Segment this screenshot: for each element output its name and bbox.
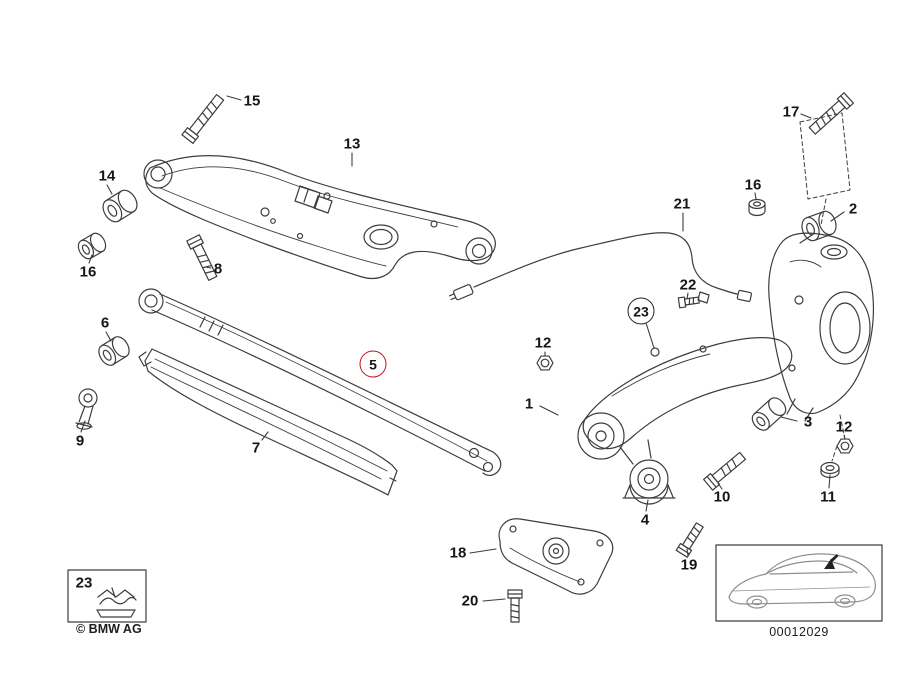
bolt-8-part bbox=[186, 234, 218, 281]
nut-12-left-part bbox=[536, 355, 554, 371]
clip-part-art bbox=[96, 587, 137, 618]
position-marker-icon bbox=[824, 554, 839, 569]
wheel-carrier-part bbox=[768, 232, 875, 422]
callout-17[interactable]: 17 bbox=[782, 103, 800, 121]
bolt-15-part bbox=[181, 93, 225, 145]
screw-20-part bbox=[507, 589, 523, 623]
callout-11[interactable]: 11 bbox=[820, 488, 836, 506]
bushing-6-part bbox=[98, 336, 130, 366]
callout-12-left[interactable]: 12 bbox=[534, 334, 552, 352]
callout-3[interactable]: 3 bbox=[803, 413, 813, 431]
bushing-14-part bbox=[102, 189, 138, 223]
callout-15[interactable]: 15 bbox=[243, 92, 261, 110]
callout-9[interactable]: 9 bbox=[75, 432, 85, 450]
leader-lines bbox=[80, 95, 846, 602]
ball-pin-9-part bbox=[75, 388, 98, 430]
bolt-17-part bbox=[808, 92, 854, 135]
callout-14[interactable]: 14 bbox=[98, 167, 116, 185]
bushing-4-part bbox=[622, 459, 676, 505]
bushing-3-part bbox=[751, 397, 787, 431]
callout-16-right[interactable]: 16 bbox=[744, 176, 762, 194]
callout-19[interactable]: 19 bbox=[680, 556, 698, 574]
upper-control-arm-part bbox=[143, 155, 496, 280]
bushing-16-left-part bbox=[77, 232, 107, 260]
bushing-2-part bbox=[801, 210, 837, 242]
callout-21[interactable]: 21 bbox=[673, 195, 691, 213]
abs-sensor-cable-21-part bbox=[448, 232, 753, 304]
bolt-19-part bbox=[675, 522, 704, 558]
callout-10[interactable]: 10 bbox=[713, 488, 731, 506]
screw-22-part bbox=[677, 296, 700, 309]
diagram-code: 00012029 bbox=[769, 625, 829, 639]
callout-23-legend[interactable]: 23 bbox=[75, 574, 93, 592]
callout-5-highlight[interactable]: 5 bbox=[359, 350, 387, 378]
callout-7[interactable]: 7 bbox=[251, 439, 261, 457]
nut-12-right-part bbox=[836, 438, 854, 454]
callout-8[interactable]: 8 bbox=[213, 260, 223, 278]
callout-23-circled[interactable]: 23 bbox=[627, 297, 655, 325]
callout-20[interactable]: 20 bbox=[461, 592, 479, 610]
car-thumbnail-box bbox=[715, 544, 883, 622]
callout-13[interactable]: 13 bbox=[343, 135, 361, 153]
nut-16-right-part bbox=[748, 198, 766, 217]
callout-1[interactable]: 1 bbox=[524, 395, 534, 413]
dashed-guides bbox=[799, 112, 851, 462]
trailing-arm-1-part bbox=[577, 337, 793, 465]
callout-22[interactable]: 22 bbox=[679, 276, 697, 294]
callout-4[interactable]: 4 bbox=[640, 511, 650, 529]
callout-6[interactable]: 6 bbox=[100, 314, 110, 332]
car-sketch bbox=[728, 553, 876, 609]
strut-rod-5-part bbox=[138, 288, 502, 476]
callout-12-right[interactable]: 12 bbox=[835, 418, 853, 436]
callout-16-left[interactable]: 16 bbox=[79, 263, 97, 281]
legend-box-23 bbox=[67, 569, 147, 623]
callout-18[interactable]: 18 bbox=[449, 544, 467, 562]
callout-2[interactable]: 2 bbox=[848, 200, 858, 218]
support-bracket-18-part bbox=[498, 518, 614, 595]
bolt-10-part bbox=[703, 451, 747, 491]
copyright-text: © BMW AG bbox=[76, 622, 142, 636]
cover-panel-7-part bbox=[138, 348, 398, 496]
